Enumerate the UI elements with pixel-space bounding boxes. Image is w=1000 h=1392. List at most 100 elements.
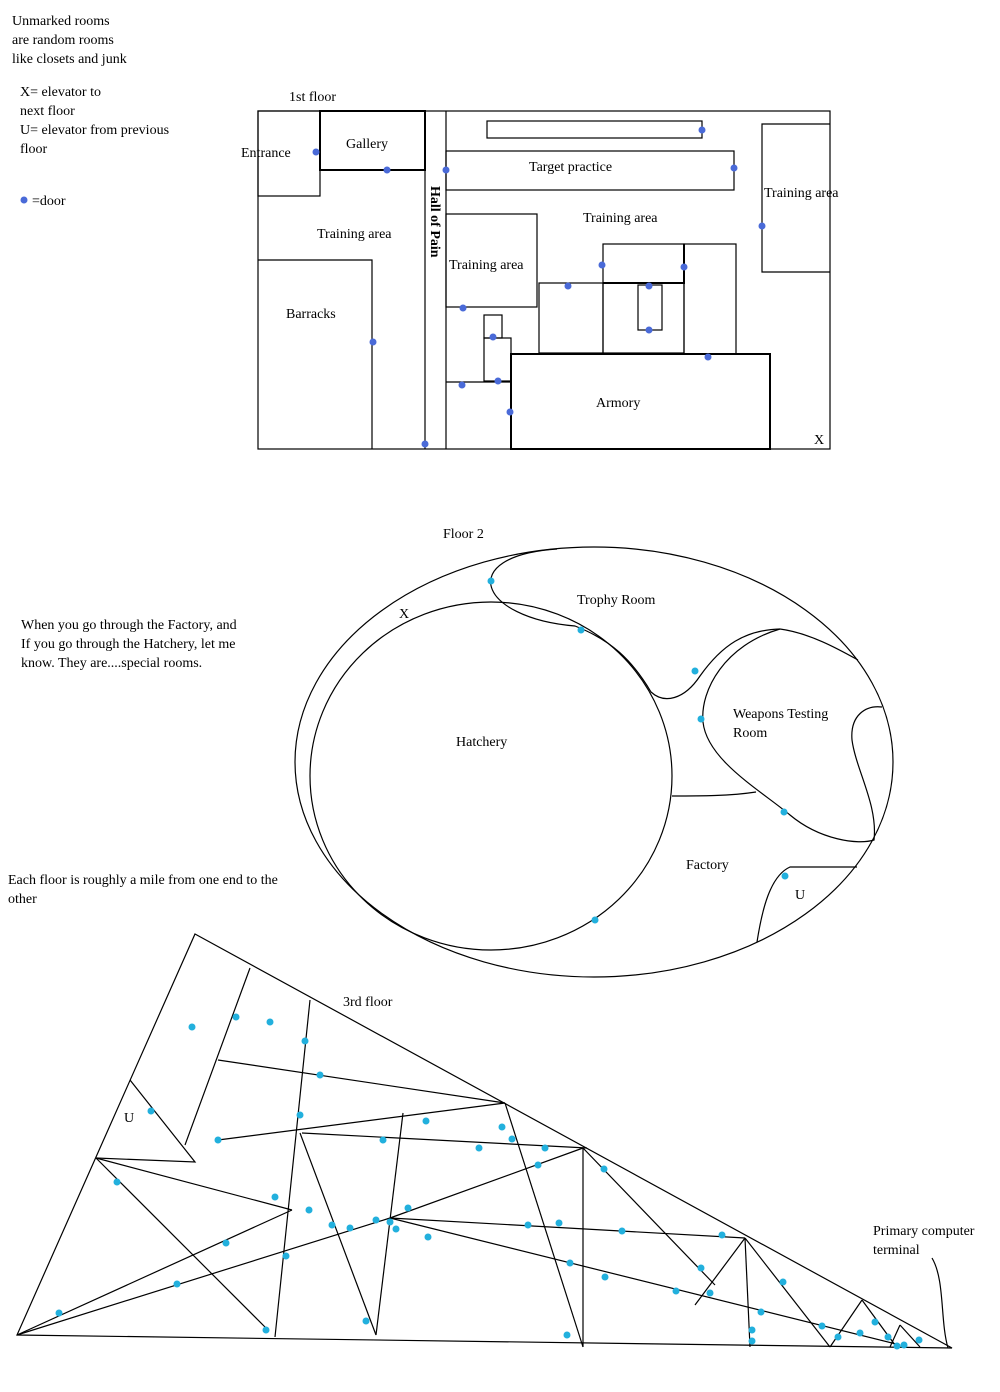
door — [442, 166, 450, 174]
door — [305, 1206, 313, 1214]
door — [706, 1289, 714, 1297]
floor1-doors — [312, 126, 766, 448]
door — [392, 1225, 400, 1233]
door — [856, 1329, 864, 1337]
door — [748, 1326, 756, 1334]
door — [487, 577, 495, 585]
door — [506, 408, 514, 416]
floor3-elevator-u: U — [124, 1111, 134, 1126]
door — [893, 1342, 901, 1350]
door — [818, 1322, 826, 1330]
door — [758, 222, 766, 230]
room-target-practice: Target practice — [529, 160, 612, 175]
door — [781, 872, 789, 880]
room-weapons-testing: Weapons Testing Room — [733, 707, 832, 741]
door — [271, 1193, 279, 1201]
room-factory: Factory — [686, 858, 729, 873]
door — [598, 261, 606, 269]
door — [316, 1071, 324, 1079]
door — [900, 1341, 908, 1349]
door — [498, 1123, 506, 1131]
door — [266, 1018, 274, 1026]
door — [489, 333, 497, 341]
elevator-legend-note: X= elevator to next floor U= elevator fr… — [20, 85, 170, 157]
door — [601, 1273, 609, 1281]
door-legend-icon — [20, 196, 28, 204]
room-training-area-center: Training area — [583, 211, 658, 226]
door — [704, 353, 712, 361]
door — [372, 1216, 380, 1224]
door — [564, 282, 572, 290]
door — [645, 326, 653, 334]
door — [173, 1280, 181, 1288]
door — [262, 1326, 270, 1334]
door — [346, 1224, 354, 1232]
door — [494, 377, 502, 385]
door — [147, 1107, 155, 1115]
floor2-title: Floor 2 — [443, 527, 484, 542]
weapons-label-line2: Room — [733, 726, 767, 741]
door — [600, 1165, 608, 1173]
door — [328, 1221, 336, 1229]
floor2-plan: Floor 2 X Trophy Room Hatchery Weapons T… — [294, 527, 894, 978]
door — [748, 1337, 756, 1345]
door — [871, 1318, 879, 1326]
door — [222, 1239, 230, 1247]
door — [404, 1204, 412, 1212]
door — [915, 1336, 923, 1344]
door — [296, 1111, 304, 1119]
door — [618, 1227, 626, 1235]
door — [383, 166, 391, 174]
door — [421, 440, 429, 448]
special-rooms-note: When you go through the Factory, and If … — [21, 618, 237, 671]
door — [508, 1135, 516, 1143]
door — [718, 1231, 726, 1239]
room-entrance: Entrance — [241, 146, 291, 161]
floor-size-note: Each floor is roughly a mile from one en… — [8, 873, 278, 907]
door — [362, 1317, 370, 1325]
door — [282, 1252, 290, 1260]
floor1-elevator-x: X — [814, 433, 824, 448]
room-training-area-small: Training area — [449, 258, 524, 273]
door — [534, 1161, 542, 1169]
room-gallery: Gallery — [346, 137, 388, 152]
door — [55, 1309, 63, 1317]
door — [312, 148, 320, 156]
door — [541, 1144, 549, 1152]
door — [730, 164, 738, 172]
door — [188, 1023, 196, 1031]
door — [301, 1037, 309, 1045]
floor2-elevator-u: U — [795, 888, 805, 903]
floor3-doors — [55, 1013, 923, 1350]
room-training-area-right: Training area — [764, 186, 839, 201]
door — [577, 626, 585, 634]
door — [458, 381, 466, 389]
door — [697, 1264, 705, 1272]
room-trophy: Trophy Room — [577, 593, 656, 608]
door — [779, 1278, 787, 1286]
door — [757, 1308, 765, 1316]
door — [566, 1259, 574, 1267]
door — [834, 1333, 842, 1341]
door — [422, 1117, 430, 1125]
floor1-title: 1st floor — [289, 90, 336, 105]
door — [697, 715, 705, 723]
door — [563, 1331, 571, 1339]
door — [884, 1333, 892, 1341]
door — [780, 808, 788, 816]
floor2-doors — [487, 577, 789, 924]
door — [369, 338, 377, 346]
door — [555, 1219, 563, 1227]
door — [680, 263, 688, 271]
door-legend-label: =door — [32, 194, 66, 209]
door — [691, 667, 699, 675]
door — [424, 1233, 432, 1241]
floor1-plan: 1st floor Entrance Gallery Training a — [241, 90, 839, 450]
weapons-label-line1: Weapons Testing — [733, 707, 828, 722]
room-training-area-left: Training area — [317, 227, 392, 242]
room-hatchery: Hatchery — [456, 735, 507, 750]
door — [214, 1136, 222, 1144]
primary-terminal-label: Primary computer terminal — [873, 1224, 975, 1258]
door — [386, 1218, 394, 1226]
